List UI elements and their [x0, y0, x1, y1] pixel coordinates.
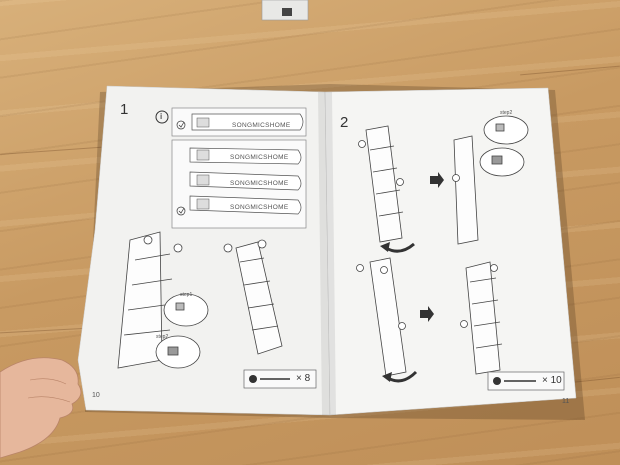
check-icon [176, 120, 186, 130]
step-number-1: 1 [120, 101, 129, 118]
panel-bottom-right [460, 261, 503, 375]
panel-top-left [358, 125, 404, 243]
callout-label: step1 [180, 292, 193, 298]
right-page [324, 87, 577, 416]
hand [0, 357, 82, 459]
rotate-arrow-icon [380, 242, 415, 253]
hardware-count-left: × 8 [296, 373, 311, 384]
magnifier-callout-right [479, 115, 529, 177]
right-arrow-icon [430, 172, 444, 188]
info-icon [155, 110, 169, 124]
panel-top-right [452, 135, 479, 245]
callout-label: step2 [500, 110, 513, 116]
hardware-count-right: × 10 [542, 375, 562, 386]
rotate-arrow-icon-2 [382, 370, 418, 383]
spine [318, 92, 336, 415]
brand-text-1: SONGMICSHOME [232, 122, 291, 129]
step-number-2: 2 [340, 114, 349, 131]
brand-text-3: SONGMICSHOME [230, 180, 289, 187]
page-number-left: 10 [92, 392, 100, 399]
info-symbol-text: i [160, 112, 163, 121]
panel-with-brackets-right [223, 239, 283, 355]
right-arrow-icon-2 [420, 306, 434, 322]
bracket-panel-middle: SONGMICSHOME SONGMICSHOME SONGMICSHOME [171, 139, 307, 229]
page-number-right: 11 [562, 398, 570, 405]
callout-label: step2 [156, 334, 169, 340]
panel-with-brackets-left [117, 231, 183, 369]
white-box-object [261, 0, 309, 21]
magnifier-callout [155, 293, 209, 369]
hardware-box-right [487, 371, 565, 391]
brand-text-2: SONGMICSHOME [230, 154, 289, 161]
brand-text-4: SONGMICSHOME [230, 204, 289, 211]
check-icon [176, 206, 186, 216]
bracket-panel-top: SONGMICSHOME [171, 107, 307, 137]
hardware-box-left [243, 369, 317, 389]
panel-bottom-left [356, 257, 407, 377]
